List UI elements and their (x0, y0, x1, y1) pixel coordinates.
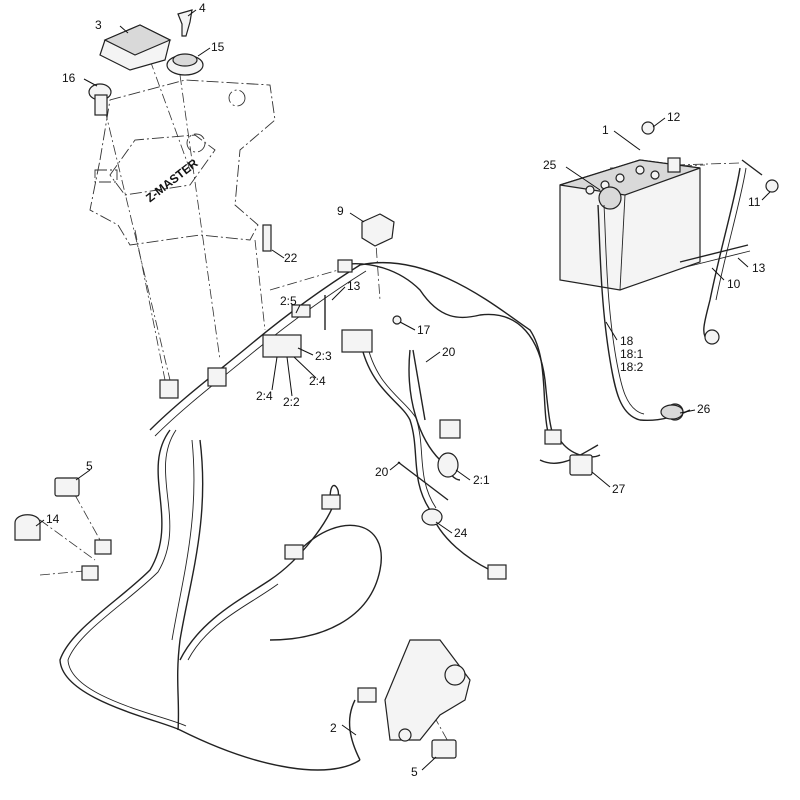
callout-2-3: 2:3 (315, 349, 332, 363)
callout-27: 27 (612, 482, 626, 496)
callout-2-1: 2:1 (473, 473, 490, 487)
callout-2-5: 2:5 (280, 294, 297, 308)
callout-11: 11 (748, 195, 761, 209)
battery (559, 157, 701, 291)
callout-18: 18 (620, 334, 634, 348)
callout-10: 10 (727, 277, 741, 291)
callout-4: 4 (199, 1, 206, 15)
callout-9: 9 (337, 204, 344, 218)
callout-3: 3 (95, 18, 102, 32)
callout-15: 15 (211, 40, 225, 54)
callout-24: 24 (454, 526, 468, 540)
callout-20-bottom: 20 (375, 465, 389, 479)
callouts: 1 2 3 4 5 5 9 10 11 12 13 13 14 15 16 17… (46, 1, 766, 779)
callout-18-2: 18:2 (620, 360, 644, 374)
callout-13-battery: 13 (752, 261, 766, 275)
callout-25: 25 (543, 158, 557, 172)
console-brand-text: Z-MASTER (143, 156, 201, 205)
callout-20-top: 20 (442, 345, 456, 359)
callout-2: 2 (330, 721, 337, 735)
callout-5-bottom: 5 (411, 765, 418, 779)
callout-14: 14 (46, 512, 60, 526)
main-harness (59, 262, 601, 771)
callout-5-top: 5 (86, 459, 93, 473)
callout-2-4-left: 2:4 (256, 389, 273, 403)
callout-12: 12 (667, 110, 681, 124)
callout-2-4-right: 2:4 (309, 374, 326, 388)
callout-16: 16 (62, 71, 76, 85)
callout-26: 26 (697, 402, 711, 416)
callout-13-harness: 13 (347, 279, 361, 293)
callout-18-1: 18:1 (620, 347, 644, 361)
callout-2-2: 2:2 (283, 395, 300, 409)
alignment-lines (39, 59, 741, 746)
callout-17: 17 (417, 323, 431, 337)
leader-lines (35, 9, 771, 771)
parts (14, 9, 779, 759)
callout-22: 22 (284, 251, 298, 265)
callout-1: 1 (602, 123, 609, 137)
